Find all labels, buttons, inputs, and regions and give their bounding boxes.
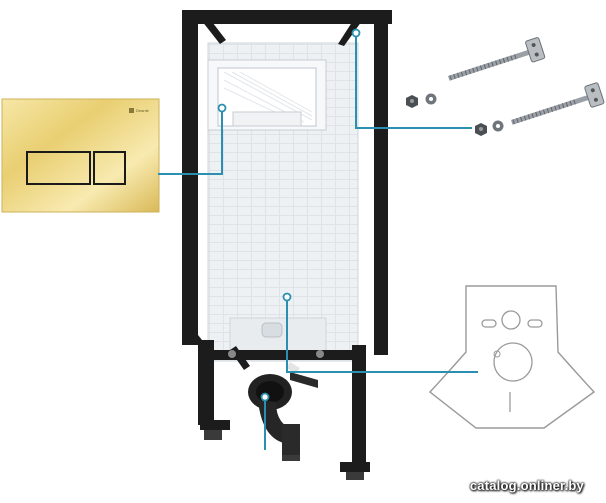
callout-markers <box>217 28 361 402</box>
flush-plate-icon: Deante <box>1 98 160 213</box>
service-opening <box>207 59 327 131</box>
mounting-bolts-icon <box>406 37 605 136</box>
callout-lines <box>158 33 478 450</box>
installation-frame <box>182 10 392 480</box>
drain-pipe <box>248 374 300 461</box>
washer-icon <box>492 120 504 132</box>
washer-icon <box>425 93 437 105</box>
flush-plate-brand: Deante <box>136 108 150 113</box>
watermark-text: catalog.onliner.by <box>469 478 584 493</box>
sound-insulation-pad-icon <box>428 285 596 429</box>
nut-icon <box>475 123 487 136</box>
nut-icon <box>406 95 418 108</box>
